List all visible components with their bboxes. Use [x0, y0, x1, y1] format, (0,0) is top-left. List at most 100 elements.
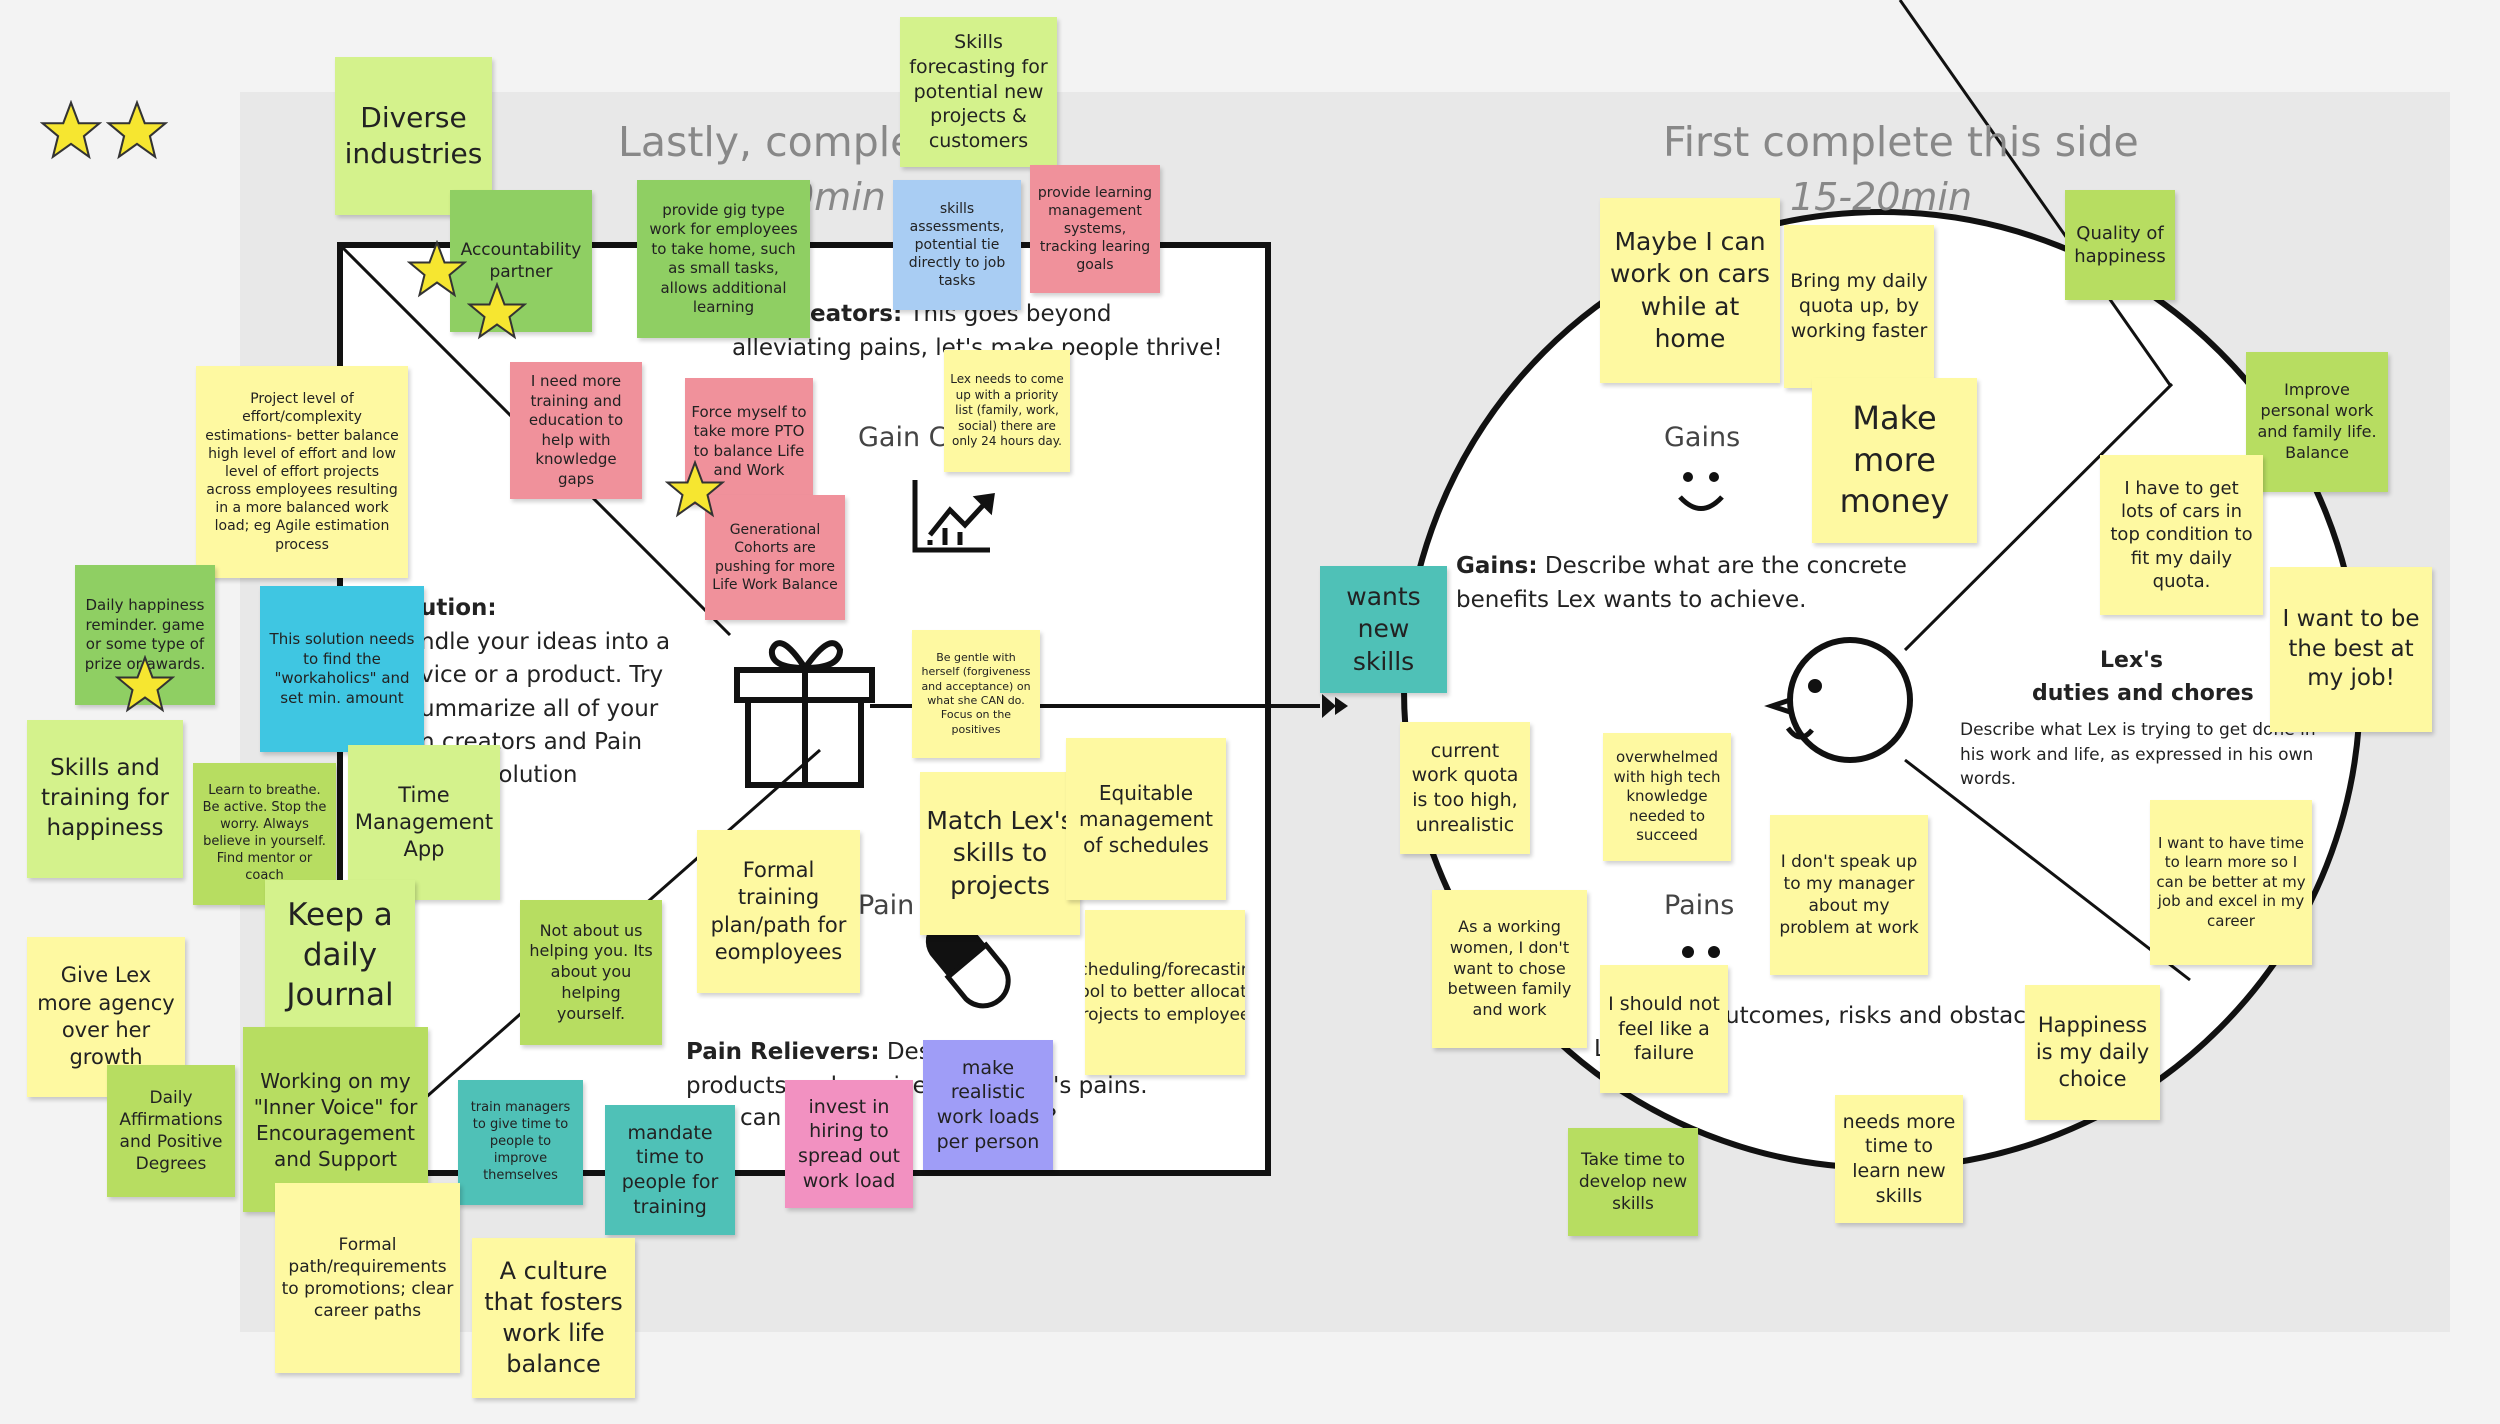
sticky-note-text: mandate time to people for training — [621, 1121, 719, 1218]
sticky-note-wants-new-skills[interactable]: wants new skills — [1320, 566, 1447, 693]
sticky-note-text: I want to be the best at my job! — [2282, 605, 2420, 692]
sticky-note-train-managers[interactable]: train managers to give time to people to… — [458, 1080, 583, 1205]
sticky-note-not-about-helping[interactable]: Not about us helping you. Its about you … — [520, 900, 662, 1045]
sticky-note-text: Maybe I can work on cars while at home — [1610, 226, 1770, 354]
sticky-note-text: Be gentle with herself (forgiveness and … — [921, 651, 1031, 736]
sticky-note-lex-needs-priority[interactable]: Lex needs to come up with a priority lis… — [944, 350, 1070, 472]
sticky-note-text: I want to have time to learn more so I c… — [2156, 833, 2306, 930]
sticky-note-bring-daily-quota[interactable]: Bring my daily quota up, by working fast… — [1784, 225, 1934, 388]
sticky-note-take-time-develop[interactable]: Take time to develop new skills — [1568, 1128, 1698, 1236]
sticky-note-equitable-management[interactable]: Equitable management of schedules — [1066, 738, 1226, 900]
sticky-note-quality-of-happiness[interactable]: Quality of happiness — [2065, 190, 2175, 300]
sticky-note-text: Scheduling/forecasting tool to better al… — [1085, 960, 1245, 1025]
pain-relievers-line2b: 's pains. — [1053, 1073, 1148, 1099]
sticky-note-text: Working on my "Inner Voice" for Encourag… — [253, 1068, 418, 1171]
sticky-note-working-inner-voice[interactable]: Working on my "Inner Voice" for Encourag… — [243, 1027, 428, 1212]
right-section-title: First complete this side — [1663, 118, 2139, 166]
sticky-note-formal-training-plan[interactable]: Formal training plan/path for eomployees — [697, 830, 860, 993]
duties-title-2: duties and chores — [2032, 681, 2254, 706]
sticky-note-text: I need more training and education to he… — [528, 372, 624, 488]
sticky-note-text: Match Lex's skills to projects — [926, 805, 1074, 900]
sticky-note-maybe-work-on-cars[interactable]: Maybe I can work on cars while at home — [1600, 198, 1780, 383]
sticky-note-make-more-money[interactable]: Make more money — [1812, 378, 1977, 543]
sticky-note-text: Formal training plan/path for eomployees — [710, 857, 847, 964]
sticky-note-culture-fosters[interactable]: A culture that fosters work life balance — [472, 1238, 635, 1398]
gain-creators-label: Gain C — [858, 422, 948, 453]
sticky-note-text: provide gig type work for employees to t… — [649, 200, 798, 317]
sticky-note-text: train managers to give time to people to… — [470, 1100, 571, 1183]
sticky-note-text: provide learning management systems, tra… — [1037, 184, 1153, 274]
sticky-note-text: current work quota is too high, unrealis… — [1411, 739, 1519, 836]
sticky-note-solution-workaholics[interactable]: This solution needs to find the "workaho… — [260, 586, 424, 752]
sticky-note-text: As a working women, I don't want to chos… — [1447, 917, 1572, 1020]
sticky-note-text: Time Management App — [354, 782, 494, 862]
pain-relievers-heading: Pain Relievers: Descri — [686, 1039, 960, 1065]
sticky-note-text: Happiness is my daily choice — [2035, 1012, 2150, 1092]
sticky-note-text: wants new skills — [1346, 581, 1421, 676]
sticky-note-text: Accountability partner — [460, 239, 582, 282]
sticky-note-text: Skills and training for happiness — [40, 755, 170, 841]
sticky-note-skills-assessments[interactable]: skills assessments, potential tie direct… — [893, 180, 1021, 310]
sticky-note-dont-speak-up[interactable]: I don't speak up to my manager about my … — [1770, 815, 1928, 975]
sticky-note-text: Improve personal work and family life. B… — [2257, 380, 2377, 462]
sticky-note-match-skills-projects[interactable]: Match Lex's skills to projects — [920, 772, 1080, 935]
sticky-note-be-gentle[interactable]: Be gentle with herself (forgiveness and … — [912, 630, 1040, 758]
sticky-note-text: This solution needs to find the "workaho… — [269, 630, 415, 707]
sticky-note-working-women[interactable]: As a working women, I don't want to chos… — [1432, 890, 1587, 1048]
sticky-note-learn-to-breathe[interactable]: Learn to breathe. Be active. Stop the wo… — [193, 763, 336, 905]
sticky-note-text: Keep a daily Journal — [286, 896, 394, 1014]
sticky-note-formal-path[interactable]: Formal path/requirements to promotions; … — [275, 1183, 460, 1373]
sticky-note-time-management-app[interactable]: Time Management App — [348, 745, 500, 900]
sticky-note-skills-training-happiness[interactable]: Skills and training for happiness — [27, 720, 183, 878]
sticky-note-text: needs more time to learn new skills — [1842, 1110, 1956, 1207]
sticky-note-skills-forecasting[interactable]: Skills forecasting for potential new pro… — [900, 17, 1057, 167]
sticky-note-happiness-daily-choice[interactable]: Happiness is my daily choice — [2025, 985, 2160, 1120]
sticky-note-text: Daily happiness reminder. game or some t… — [84, 596, 206, 673]
sticky-note-daily-happiness-reminder[interactable]: Daily happiness reminder. game or some t… — [75, 565, 215, 705]
sticky-note-give-lex-agency[interactable]: Give Lex more agency over her growth — [27, 937, 185, 1097]
sticky-note-text: Diverse industries — [344, 100, 483, 170]
sticky-note-daily-affirmations[interactable]: Daily Affirmations and Positive Degrees — [107, 1065, 235, 1197]
duties-description: Describe what Lex is trying to get done … — [1960, 720, 2316, 790]
sticky-note-improve-personal-work[interactable]: Improve personal work and family life. B… — [2246, 352, 2388, 492]
sticky-note-current-work-quota[interactable]: current work quota is too high, unrealis… — [1400, 722, 1530, 854]
gains-title: Gains — [1664, 422, 1741, 453]
sticky-note-invest-in-hiring[interactable]: invest in hiring to spread out work load — [785, 1080, 913, 1208]
sticky-note-project-level-effort[interactable]: Project level of effort/complexity estim… — [196, 366, 408, 578]
sticky-note-diverse-industries[interactable]: Diverse industries — [335, 57, 492, 215]
sticky-note-overwhelmed[interactable]: overwhelmed with high tech knowledge nee… — [1603, 733, 1731, 861]
sticky-note-text: overwhelmed with high tech knowledge nee… — [1613, 748, 1721, 845]
pain-relievers-line3a: can — [740, 1105, 782, 1131]
sticky-note-text: invest in hiring to spread out work load — [798, 1095, 900, 1192]
sticky-note-text: Bring my daily quota up, by working fast… — [1790, 270, 1928, 342]
sticky-note-scheduling-tool[interactable]: Scheduling/forecasting tool to better al… — [1085, 910, 1245, 1075]
sticky-note-text: Quality of happiness — [2074, 222, 2166, 267]
sticky-note-needs-more-time[interactable]: needs more time to learn new skills — [1835, 1095, 1963, 1223]
sticky-note-text: I should not feel like a failure — [1608, 992, 1720, 1065]
sticky-note-keep-daily-journal[interactable]: Keep a daily Journal — [265, 880, 415, 1030]
pains-title: Pains — [1664, 890, 1735, 921]
sticky-note-provide-learning[interactable]: provide learning management systems, tra… — [1030, 165, 1160, 293]
sticky-note-text: I don't speak up to my manager about my … — [1779, 851, 1919, 939]
duties-title-1: Lex's — [2100, 648, 2163, 673]
sticky-note-generational-cohorts[interactable]: Generational Cohorts are pushing for mor… — [705, 495, 845, 620]
right-section-time: 15-20min — [1790, 175, 1973, 219]
sticky-note-want-time-to-learn[interactable]: I want to have time to learn more so I c… — [2150, 800, 2312, 965]
sticky-note-text: Daily Affirmations and Positive Degrees — [119, 1087, 223, 1175]
sticky-note-text: Take time to develop new skills — [1578, 1149, 1688, 1215]
sticky-note-should-not-feel-failure[interactable]: I should not feel like a failure — [1600, 965, 1728, 1093]
solution-heading: ution: — [420, 595, 497, 621]
sticky-note-text: skills assessments, potential tie direct… — [908, 200, 1006, 290]
gains-description: benefits Lex wants to achieve. — [1456, 587, 1807, 613]
sticky-note-mandate-time[interactable]: mandate time to people for training — [605, 1105, 735, 1235]
sticky-note-make-realistic[interactable]: make realistic work loads per person — [923, 1040, 1053, 1170]
sticky-note-text: Give Lex more agency over her growth — [37, 963, 175, 1070]
sticky-note-text: Learn to breathe. Be active. Stop the wo… — [202, 783, 327, 883]
sticky-note-lots-of-cars[interactable]: I have to get lots of cars in top condit… — [2100, 455, 2263, 615]
sticky-note-want-to-be-best[interactable]: I want to be the best at my job! — [2270, 567, 2432, 732]
sticky-note-text: Equitable management of schedules — [1079, 781, 1213, 857]
sticky-note-need-more-training[interactable]: I need more training and education to he… — [510, 362, 642, 499]
sticky-note-provide-gig-type[interactable]: provide gig type work for employees to t… — [637, 180, 810, 338]
sticky-note-text: Formal path/requirements to promotions; … — [281, 1234, 454, 1322]
